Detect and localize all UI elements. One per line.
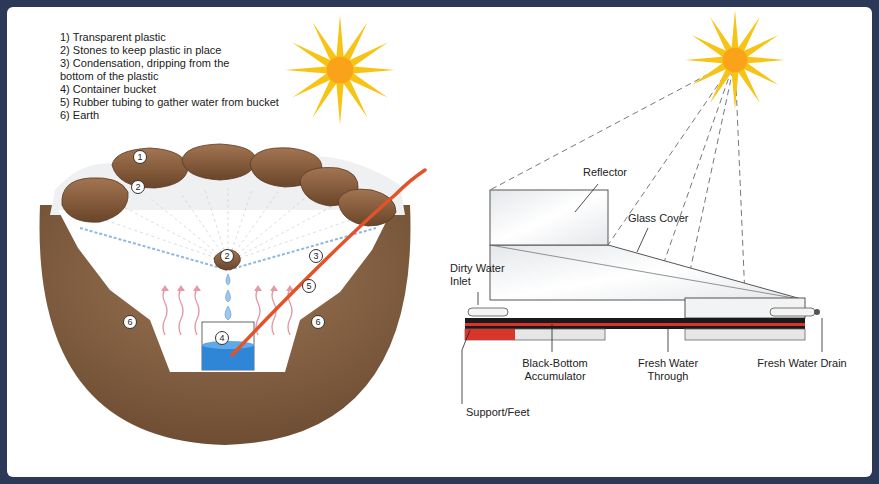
part-label: Black-Bottom Accumulator xyxy=(510,357,600,383)
callout-circle: 2 xyxy=(220,249,234,263)
glass-edge xyxy=(490,245,805,300)
callout-circle: 2 xyxy=(131,180,145,194)
inlet-pipe xyxy=(468,308,508,316)
sun-rays-shape xyxy=(685,10,785,110)
page: 1 2 2 3 5 6 4 6 1) Transparent plastic2) Stones… xyxy=(7,7,872,477)
box-still xyxy=(462,10,822,404)
legend-item: 6) Earth xyxy=(60,109,99,122)
stones xyxy=(62,144,396,270)
callout-circle: 1 xyxy=(133,150,147,164)
black-bottom xyxy=(465,318,805,323)
callout-number: 4 xyxy=(219,334,224,343)
drain-end xyxy=(814,309,820,315)
trough-layer xyxy=(465,326,805,329)
pit xyxy=(58,210,392,372)
container-bucket xyxy=(202,322,254,370)
part-label: Reflector xyxy=(583,166,627,179)
sun-core xyxy=(327,57,354,84)
sun-core xyxy=(723,48,748,73)
callout-number: 6 xyxy=(127,318,132,327)
rubber-tubing xyxy=(232,170,425,355)
sun-rays-shape xyxy=(285,15,395,125)
accumulator-layer xyxy=(465,323,805,326)
callout-number: 2 xyxy=(224,252,229,261)
legend-item: 5) Rubber tubing to gather water from bu… xyxy=(60,96,279,109)
callout-number: 1 xyxy=(137,153,142,162)
part-label: Fresh Water Drain xyxy=(752,357,852,370)
glass-cover xyxy=(490,245,805,300)
callout-circle: 6 xyxy=(311,315,325,329)
pit-still xyxy=(40,15,425,445)
base xyxy=(685,329,805,340)
legend-item: 4) Container bucket xyxy=(60,83,156,96)
sun xyxy=(285,15,395,125)
callout-circle: 4 xyxy=(215,331,229,345)
callout-number: 5 xyxy=(306,282,311,291)
heat-arrow-heads xyxy=(161,285,294,291)
callout-circle: 5 xyxy=(302,279,316,293)
part-label: Dirty Water Inlet xyxy=(450,262,512,288)
plastic-sheet xyxy=(80,228,376,270)
callout-number: 2 xyxy=(135,183,140,192)
water-drops xyxy=(225,274,231,320)
reflector xyxy=(490,190,608,245)
support-feet xyxy=(465,329,515,340)
callout-circle: 6 xyxy=(123,315,137,329)
sun xyxy=(685,10,785,110)
legend-item: 1) Transparent plastic xyxy=(60,31,166,44)
legend-item: 2) Stones to keep plastic in place xyxy=(60,44,221,57)
leader-lines xyxy=(462,184,822,404)
callout-circle: 3 xyxy=(309,249,323,263)
callout-number: 3 xyxy=(313,252,318,261)
part-label: Support/Feet xyxy=(466,406,530,419)
earth xyxy=(40,205,411,445)
part-label: Fresh Water Through xyxy=(630,357,706,383)
legend-item: 3) Condensation, dripping from the botto… xyxy=(60,57,250,83)
callout-number: 6 xyxy=(315,318,320,327)
base xyxy=(465,329,605,340)
part-label: Glass Cover xyxy=(628,212,689,225)
drain-pipe xyxy=(770,308,815,316)
